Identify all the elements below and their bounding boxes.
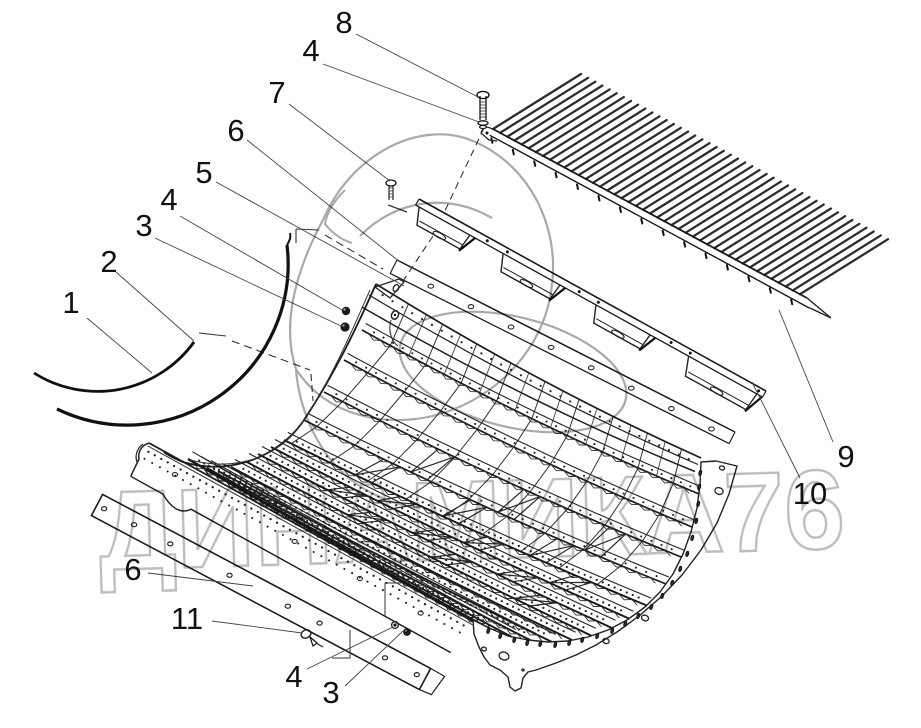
svg-text:5: 5 bbox=[195, 155, 212, 190]
svg-text:4: 4 bbox=[160, 182, 177, 217]
svg-text:11: 11 bbox=[171, 601, 203, 636]
svg-text:10: 10 bbox=[793, 476, 827, 511]
svg-text:ДИНАМИКА76: ДИНАМИКА76 bbox=[97, 447, 846, 594]
svg-text:2: 2 bbox=[100, 244, 117, 279]
svg-text:1: 1 bbox=[62, 285, 79, 320]
svg-text:7: 7 bbox=[268, 75, 285, 110]
svg-text:8: 8 bbox=[335, 5, 352, 40]
svg-text:6: 6 bbox=[227, 113, 244, 148]
svg-text:3: 3 bbox=[135, 208, 152, 243]
svg-text:4: 4 bbox=[285, 659, 302, 694]
svg-text:6: 6 bbox=[124, 552, 141, 587]
svg-text:4: 4 bbox=[302, 33, 319, 68]
svg-text:9: 9 bbox=[837, 439, 854, 474]
svg-text:3: 3 bbox=[322, 675, 339, 710]
